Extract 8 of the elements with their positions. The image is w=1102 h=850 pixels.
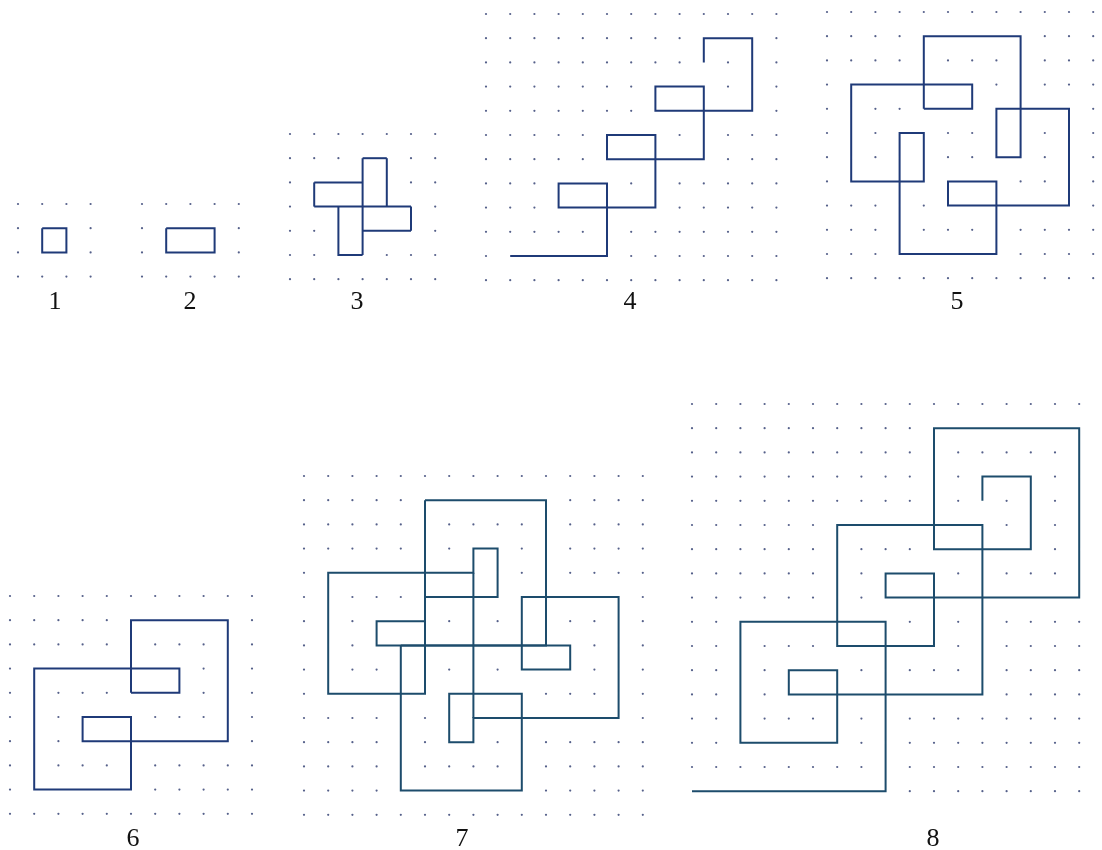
figure-number: 7: [455, 823, 469, 850]
figure-number: 8: [926, 823, 940, 850]
figure-number: 4: [623, 286, 637, 316]
figure-number: 5: [950, 286, 964, 316]
figure-number: 6: [126, 823, 140, 850]
figure-number: 3: [350, 286, 364, 316]
figure-number: 2: [183, 286, 197, 316]
figure-number: 1: [48, 286, 62, 316]
